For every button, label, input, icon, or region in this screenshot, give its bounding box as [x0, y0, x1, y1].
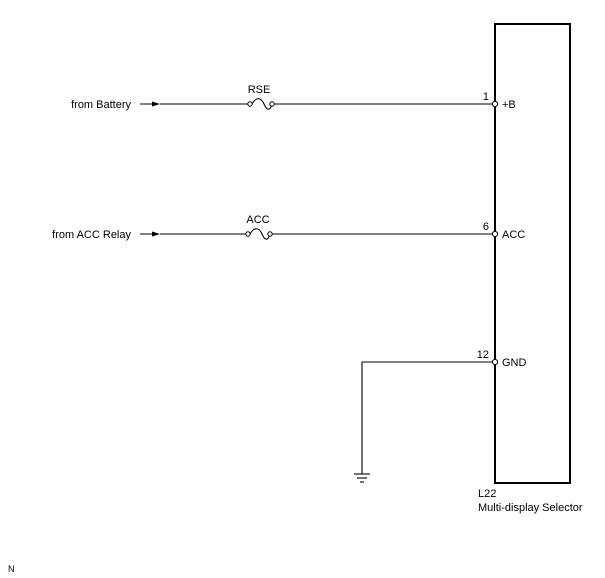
corner-mark: N	[8, 564, 15, 574]
fuse-label-rse: RSE	[248, 84, 271, 96]
component-box	[494, 23, 571, 484]
pin-terminal-icon	[491, 358, 499, 366]
arrow-right-icon	[152, 231, 160, 237]
pin-name-gnd: GND	[502, 357, 527, 369]
pin-number-12: 12	[477, 349, 489, 361]
source-label-battery: from Battery	[71, 99, 131, 111]
fuse-label-acc: ACC	[246, 214, 269, 226]
component-code: L22	[478, 488, 496, 500]
pin-terminal-icon	[491, 100, 499, 108]
fuse-icon	[245, 228, 273, 240]
component-name: Multi-display Selector	[478, 502, 583, 514]
pin-number-1: 1	[483, 91, 489, 103]
pin-name-acc: ACC	[502, 229, 525, 241]
pin-number-6: 6	[483, 221, 489, 233]
pin-terminal-icon	[491, 230, 499, 238]
ground-icon	[354, 473, 370, 483]
source-label-acc-relay: from ACC Relay	[52, 229, 131, 241]
arrow-right-icon	[152, 101, 160, 107]
fuse-icon	[247, 98, 275, 110]
pin-name-b: +B	[502, 99, 516, 111]
